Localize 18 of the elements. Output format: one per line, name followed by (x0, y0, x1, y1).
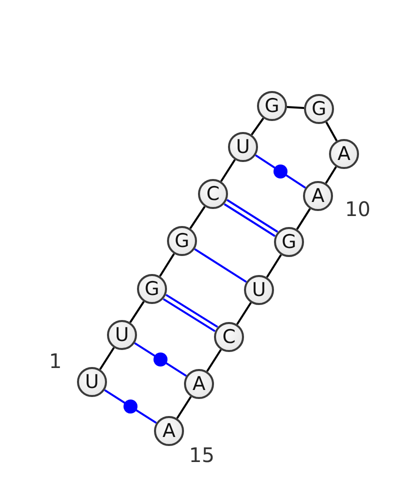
nucleotide-circle: U (77, 367, 107, 397)
position-number: 10 (345, 199, 370, 219)
nucleotide-circle: C (198, 179, 228, 209)
nucleotide-circle: A (303, 181, 333, 211)
nucleotide-circle: U (244, 275, 274, 305)
nucleotide-circle: G (137, 274, 167, 304)
nucleotide-circle: U (107, 320, 137, 350)
nucleotide-circle: C (214, 322, 244, 352)
position-number: 1 (49, 351, 62, 371)
nucleotide-circle: U (228, 132, 258, 162)
nucleotide-circle: A (184, 369, 214, 399)
nucleotide-circle: A (329, 139, 359, 169)
nucleotide-circle: G (304, 94, 334, 124)
nucleotide-circle: A (154, 416, 184, 446)
nucleotide-circle: G (274, 227, 304, 257)
position-number: 15 (189, 445, 214, 465)
nucleotide-circle: G (257, 91, 287, 121)
nucleotide-circle: G (167, 226, 197, 256)
